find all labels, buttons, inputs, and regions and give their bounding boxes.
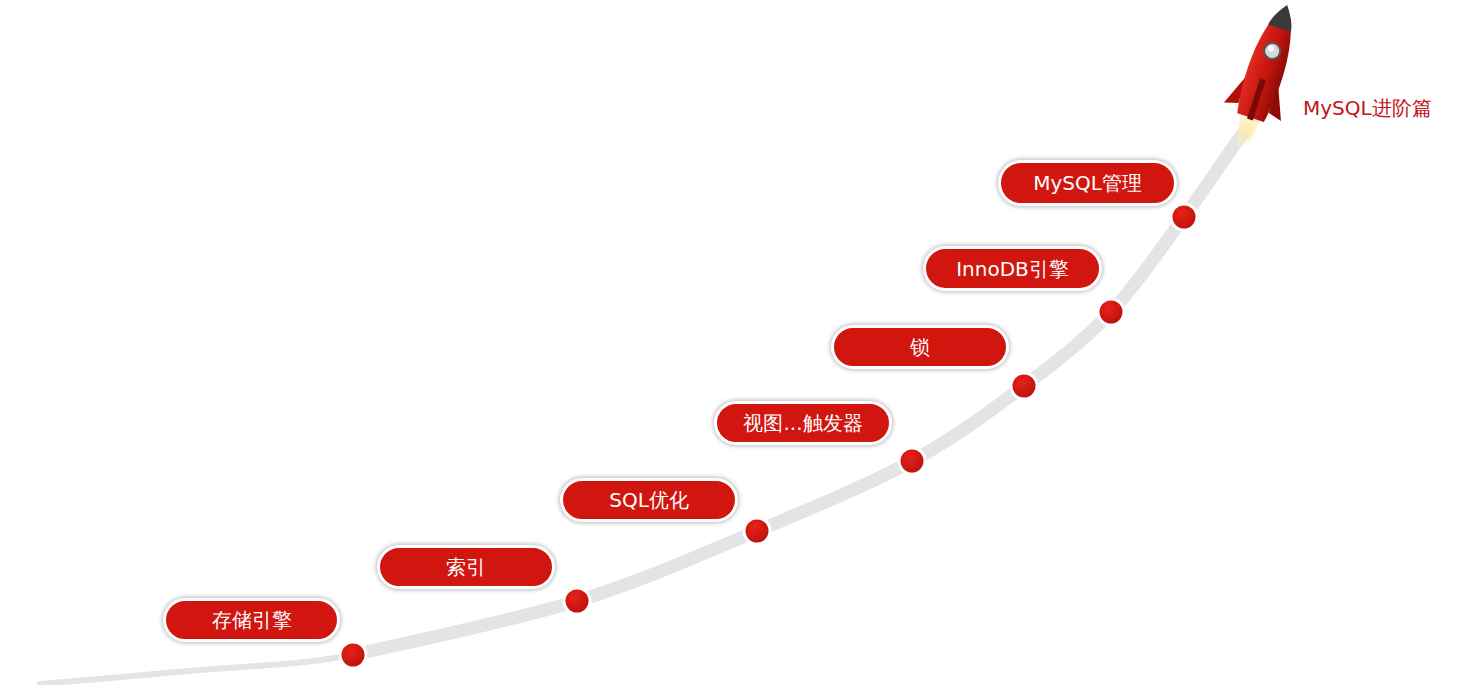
rocket-center-fin [1247, 79, 1266, 121]
milestone-dot [1171, 204, 1197, 230]
rocket-icon [1211, 0, 1316, 161]
topic-pill: 索引 [377, 545, 555, 589]
topic-pill: 视图...触发器 [714, 401, 892, 445]
topic-label: 锁 [910, 336, 930, 358]
rocket-window-glint [1267, 45, 1275, 53]
rocket-body [1233, 0, 1304, 123]
milestone-dot [1011, 373, 1037, 399]
milestone-dot [899, 448, 925, 474]
topic-pill: MySQL管理 [998, 160, 1177, 206]
topic-label: 索引 [446, 556, 486, 578]
topic-label: SQL优化 [609, 489, 689, 511]
rocket-flame [1230, 116, 1260, 155]
topic-label: MySQL管理 [1033, 172, 1142, 194]
rocket-nose [1268, 2, 1298, 32]
milestone-dot [744, 518, 770, 544]
rocket-window [1262, 41, 1282, 61]
topic-pill: SQL优化 [560, 478, 738, 522]
road-curve [353, 108, 1262, 655]
topic-pill: 存储引擎 [163, 598, 340, 642]
topic-label: 视图...触发器 [743, 412, 862, 434]
topic-pill: InnoDB引擎 [923, 246, 1102, 291]
topic-label: InnoDB引擎 [956, 258, 1069, 280]
milestone-dot [564, 588, 590, 614]
milestone-dot [1098, 299, 1124, 325]
topic-label: 存储引擎 [212, 609, 292, 631]
milestone-dots [340, 204, 1197, 668]
milestone-dot [340, 642, 366, 668]
rocket-caption: MySQL进阶篇 [1303, 95, 1432, 122]
topic-pill: 锁 [831, 325, 1009, 369]
